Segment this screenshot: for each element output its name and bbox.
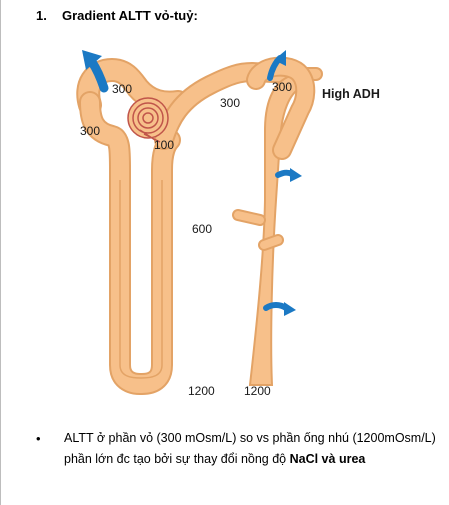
label-duct-300-top: 300 (272, 80, 293, 94)
label-high-adh: High ADH (322, 87, 380, 101)
heading-number: 1. (36, 8, 47, 23)
label-loop-300-left: 300 (80, 124, 101, 138)
label-loop-100: 100 (154, 138, 175, 152)
arrow-head-4 (284, 302, 296, 316)
bullet-text: ALTT ở phần vỏ (300 mOsm/L) so vs phần ố… (64, 428, 444, 470)
label-600: 600 (192, 222, 213, 236)
page-left-border (0, 0, 1, 505)
glomerulus (127, 97, 169, 143)
collecting-duct (232, 56, 316, 386)
nephron-gradient-figure: 300 300 100 300 300 High ADH 600 1200 12… (60, 40, 420, 410)
arrow-head-2 (274, 50, 286, 66)
water-flow-arrows (82, 50, 302, 316)
bullet-marker: • (36, 431, 41, 446)
bullet-text-regular: ALTT ở phần vỏ (300 mOsm/L) so vs phần ố… (64, 431, 436, 466)
label-loop-300-top: 300 (112, 82, 133, 96)
arrow-head-1 (82, 50, 102, 70)
label-duct-300-mid: 300 (220, 96, 241, 110)
label-1200-duct: 1200 (244, 384, 271, 398)
nephron-diagram (60, 40, 323, 395)
label-1200-left: 1200 (188, 384, 215, 398)
bullet-text-bold: NaCl và urea (289, 452, 366, 466)
section-heading: 1. Gradient ALTT vỏ-tuỷ: (36, 8, 198, 23)
arrow-head-3 (290, 168, 302, 182)
heading-title: Gradient ALTT vỏ-tuỷ: (62, 8, 198, 23)
